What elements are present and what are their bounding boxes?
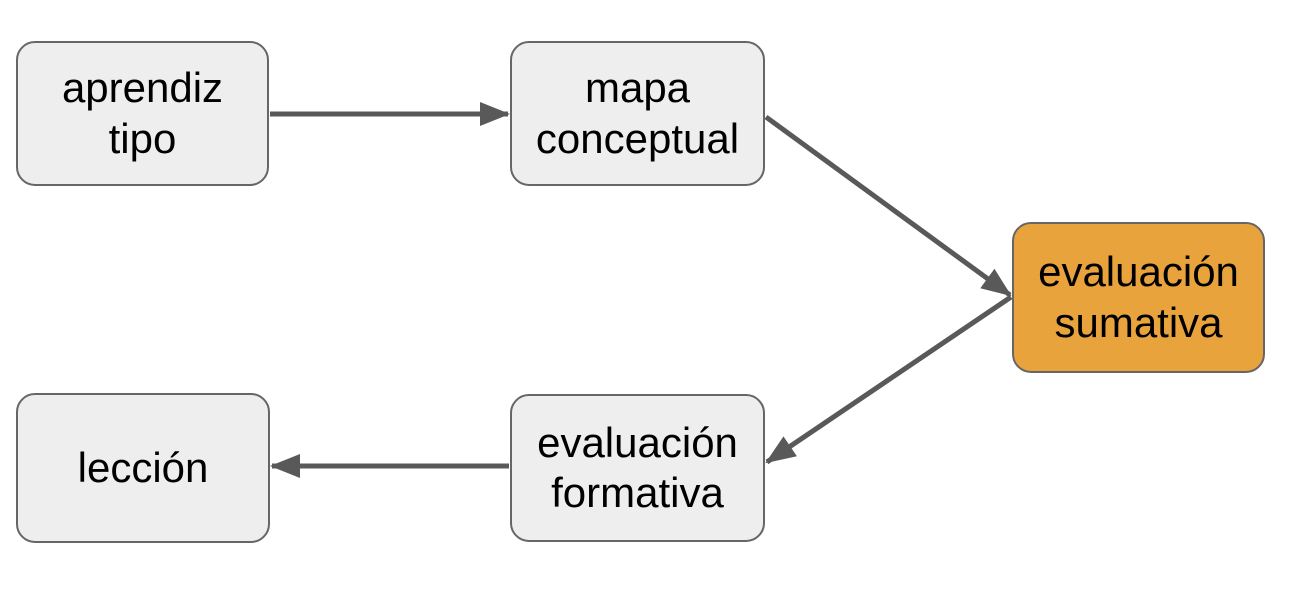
node-label: aprendiz tipo bbox=[61, 64, 224, 162]
node-mapa-conceptual: mapa conceptual bbox=[510, 41, 765, 186]
node-label: lección bbox=[77, 443, 209, 491]
node-aprendiz-tipo: aprendiz tipo bbox=[16, 41, 269, 186]
node-label: evaluación sumativa bbox=[1038, 248, 1239, 346]
node-leccion: lección bbox=[16, 393, 270, 543]
node-label: mapa conceptual bbox=[535, 64, 740, 162]
edge-mapa-to-sumativa bbox=[764, 114, 1012, 298]
edge-sumativa-to-formativa bbox=[765, 294, 1013, 465]
node-evaluacion-sumativa: evaluación sumativa bbox=[1012, 222, 1265, 373]
node-evaluacion-formativa: evaluación formativa bbox=[510, 394, 765, 542]
node-label: evaluación formativa bbox=[537, 418, 738, 516]
